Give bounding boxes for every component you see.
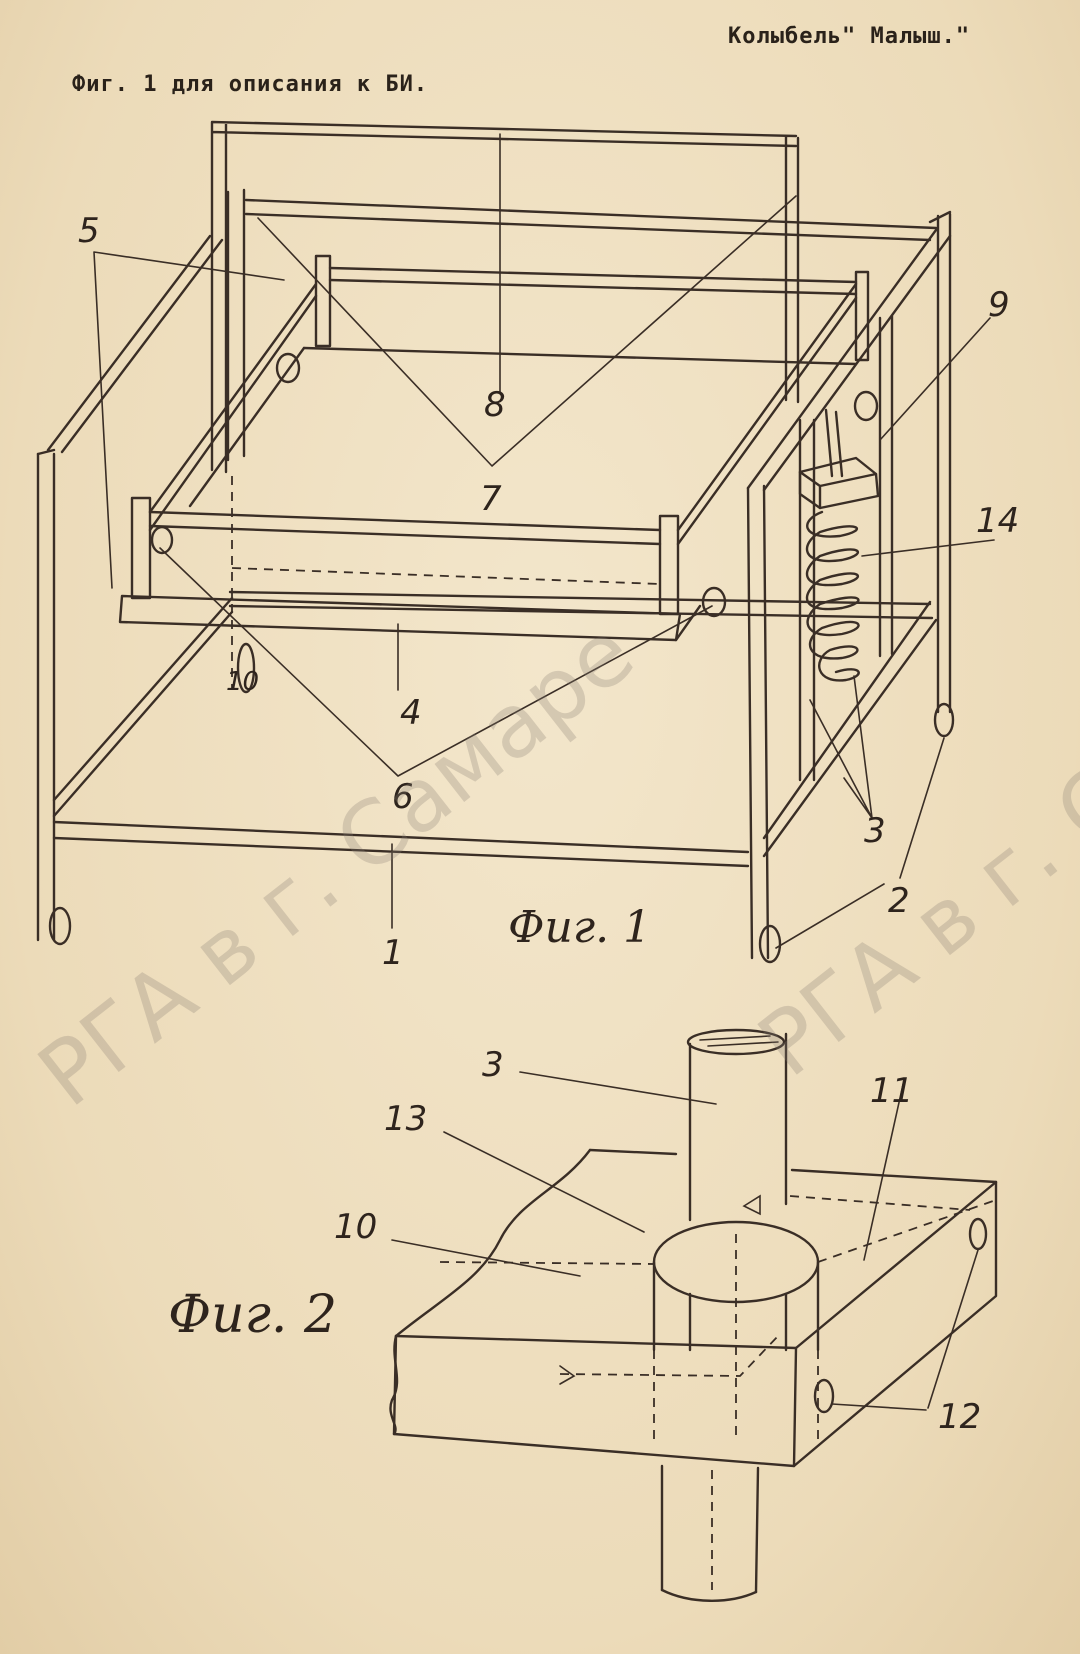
figure-1-drawing: 5 9 8 7 14 10 4 6 3 2 1 Фиг. 1	[36, 120, 1019, 973]
callout-3-fig2: 3	[482, 1045, 504, 1085]
callout-2: 2	[888, 881, 910, 921]
figure-2-label: Фиг. 2	[168, 1285, 337, 1345]
callout-6: 6	[392, 777, 414, 817]
callout-12: 12	[938, 1397, 981, 1437]
callout-10-fig2: 10	[334, 1207, 377, 1247]
callout-4: 4	[400, 693, 422, 733]
callout-9: 9	[988, 285, 1010, 325]
figure-caption: Фиг. 1 для описания к БИ.	[72, 72, 429, 97]
figure-1-label: Фиг. 1	[508, 902, 651, 953]
callout-13: 13	[384, 1099, 427, 1139]
callout-3: 3	[864, 811, 886, 851]
callout-7: 7	[480, 479, 502, 519]
callout-14: 14	[976, 501, 1019, 541]
archive-watermark: РГА в г. Самаре РГА в г. С	[20, 601, 1080, 1127]
figure-2-drawing: 3 13 10 11 12 Фиг. 2	[168, 1028, 998, 1602]
document-title: Колыбель" Малыш."	[728, 24, 971, 49]
callout-5: 5	[78, 211, 100, 251]
callout-1: 1	[382, 933, 404, 973]
watermark-text-left: РГА в г. Самаре	[20, 601, 653, 1127]
callout-10: 10	[226, 667, 259, 697]
callout-11: 11	[870, 1071, 913, 1111]
callout-8: 8	[484, 385, 506, 425]
